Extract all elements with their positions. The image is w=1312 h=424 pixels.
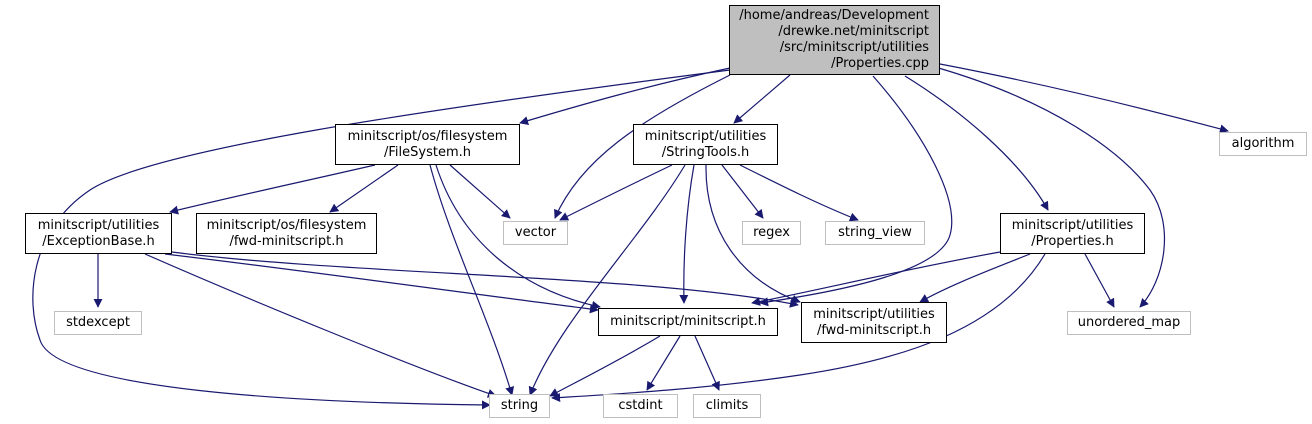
edge-filesystem-minitscript-h xyxy=(435,164,601,310)
edge-filesystem-exceptionbase xyxy=(169,164,376,215)
node-regex: regex xyxy=(742,221,801,245)
edge-exceptionbase-string xyxy=(144,253,497,398)
node-properties-cpp: /home/andreas/Development /drewke.net/mi… xyxy=(729,5,940,75)
edge-minitscript-h-string xyxy=(549,335,661,397)
node-fwd-minitscript-filesystem-h[interactable]: minitscript/os/filesystem /fwd-minitscri… xyxy=(196,213,377,254)
node-algorithm: algorithm xyxy=(1219,132,1307,156)
edge-root-filesystem xyxy=(519,67,731,125)
node-filesystem-h[interactable]: minitscript/os/filesystem /FileSystem.h xyxy=(335,124,520,165)
edge-stringtools-fwd-util xyxy=(705,164,801,304)
edge-root-vector xyxy=(554,74,731,219)
edge-stringtools-string-view xyxy=(739,164,859,222)
node-string: string xyxy=(489,394,550,418)
node-fwd-minitscript-utilities-h[interactable]: minitscript/utilities /fwd-minitscript.h xyxy=(801,302,947,343)
node-properties-h[interactable]: minitscript/utilities /Properties.h xyxy=(1000,213,1145,254)
edges-layer xyxy=(32,63,1229,410)
edge-root-unordered-map xyxy=(934,66,1166,308)
edge-root-properties-h xyxy=(904,75,1049,211)
node-cstdint: cstdint xyxy=(603,394,678,418)
edge-stringtools-minitscript-h xyxy=(679,164,695,304)
edge-minitscript-h-cstdint xyxy=(646,335,681,391)
edge-properties-h-unordered-map xyxy=(1084,253,1115,308)
edge-filesystem-string xyxy=(429,164,515,396)
edge-root-algorithm xyxy=(939,63,1229,134)
edge-exceptionbase-minitscript-h xyxy=(164,253,599,314)
edge-stringtools-regex xyxy=(721,164,764,219)
edge-root-minitscript-h xyxy=(759,75,953,307)
edge-minitscript-h-climits xyxy=(694,335,720,391)
node-stringtools-h[interactable]: minitscript/utilities /StringTools.h xyxy=(633,124,778,165)
node-vector: vector xyxy=(503,221,568,245)
node-string-view: string_view xyxy=(825,221,925,245)
edge-stringtools-vector xyxy=(559,164,673,221)
node-stdexcept: stdexcept xyxy=(54,311,142,335)
edge-properties-h-fwd-util xyxy=(919,253,1031,303)
edge-stringtools-string xyxy=(528,164,686,396)
edge-filesystem-fwd-fs xyxy=(329,164,399,213)
node-unordered-map: unordered_map xyxy=(1067,311,1191,335)
node-minitscript-h[interactable]: minitscript/minitscript.h xyxy=(598,308,778,336)
edge-properties-h-minitscript-h xyxy=(751,251,1001,306)
edge-exceptionbase-fwd-util xyxy=(171,251,799,308)
edge-filesystem-vector xyxy=(449,164,511,219)
edge-root-stringtools xyxy=(733,74,791,124)
node-climits: climits xyxy=(693,394,761,418)
node-exceptionbase-h[interactable]: minitscript/utilities /ExceptionBase.h xyxy=(25,213,172,254)
